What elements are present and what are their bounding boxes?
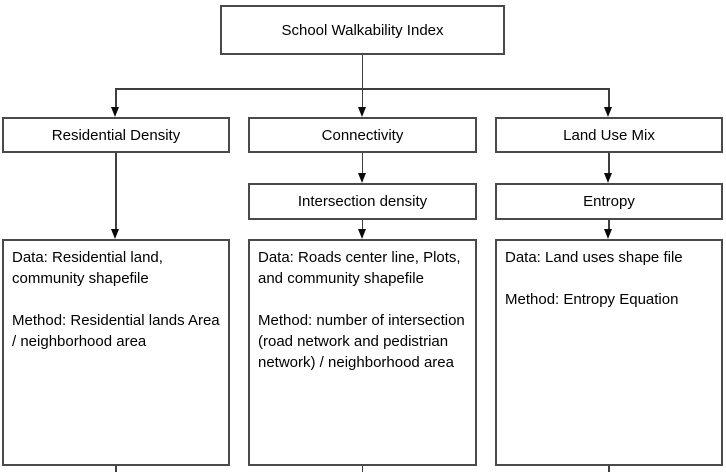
detail-box-land-use-mix: Data: Land uses shape file Method: Entro…	[495, 239, 723, 466]
connector-arrowhead	[604, 229, 613, 239]
node-label: Entropy	[583, 193, 635, 210]
node-label: Connectivity	[321, 126, 404, 144]
connector-stem	[608, 88, 610, 108]
node-land-use-mix: Land Use Mix	[495, 117, 723, 153]
connector-arrowhead	[357, 107, 366, 117]
connector-stub	[361, 466, 363, 472]
connector-arrowhead	[604, 173, 613, 183]
connector-arrowhead	[604, 107, 613, 117]
detail-method-text: Method: Residential lands Area / neighbo…	[12, 312, 220, 350]
node-entropy: Entropy	[495, 183, 723, 220]
connector-stub	[608, 466, 610, 472]
node-intersection-density: Intersection density	[248, 183, 477, 220]
node-label: Intersection density	[297, 193, 428, 210]
connector-stem	[361, 220, 363, 230]
connector-arrowhead	[357, 229, 366, 239]
detail-box-connectivity: Data: Roads center line, Plots, and comm…	[248, 239, 477, 466]
connector-stub	[115, 466, 117, 472]
node-label: Land Use Mix	[563, 126, 655, 144]
connector-arrowhead	[357, 173, 366, 183]
node-label: Residential Density	[51, 126, 181, 144]
connector-stem	[608, 153, 610, 174]
detail-data-text: Data: Land uses shape file	[505, 249, 683, 266]
node-connectivity: Connectivity	[248, 117, 477, 153]
connector-stem	[608, 220, 610, 230]
connector-stem	[361, 153, 363, 174]
connector-bus	[115, 88, 610, 90]
connector-arrowhead	[111, 229, 120, 239]
connector-stem	[115, 153, 117, 229]
detail-method-text: Method: number of intersection (road net…	[258, 312, 465, 371]
node-school-walkability-index: School Walkability Index	[220, 5, 505, 55]
detail-box-residential-density: Data: Residential land, community shapef…	[2, 239, 230, 466]
detail-data-text: Data: Roads center line, Plots, and comm…	[258, 249, 461, 287]
detail-data-text: Data: Residential land, community shapef…	[12, 249, 163, 287]
node-label: School Walkability Index	[281, 21, 444, 39]
connector-arrowhead	[111, 107, 120, 117]
node-residential-density: Residential Density	[2, 117, 230, 153]
connector-root-stem	[361, 55, 363, 108]
connector-stem	[115, 88, 117, 108]
detail-method-text: Method: Entropy Equation	[505, 291, 679, 308]
